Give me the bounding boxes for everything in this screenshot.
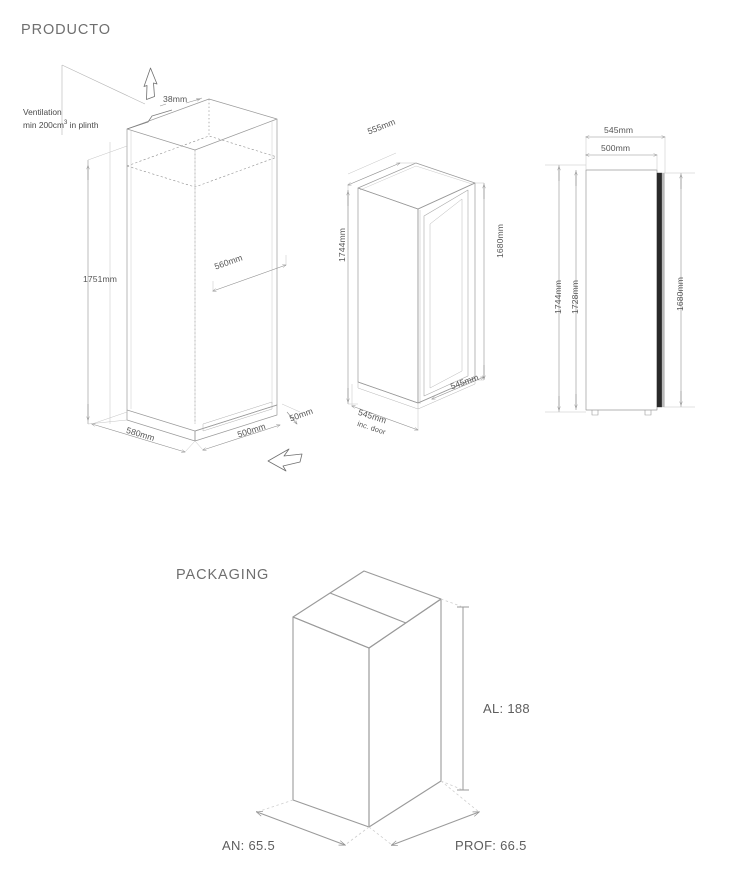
dim-side-width-door: 545mm [604, 125, 634, 135]
ventilation-note-unit: 3 [63, 120, 68, 126]
page-title-packaging: PACKAGING [176, 567, 270, 583]
dim-niche-depth: 500mm [236, 420, 267, 440]
dim-packaging-depth: PROF: 66.5 [455, 838, 527, 853]
appliance-side-elevation-geometry [545, 137, 695, 416]
dim-packaging-width: AN: 65.5 [222, 838, 275, 853]
dim-appliance-height-cabinet: 1680mm [495, 223, 505, 258]
ventilation-note: Ventilation min 200cm3 in plinth [23, 107, 99, 131]
ventilation-note-line2: min 200cm3 in plinth [23, 118, 99, 131]
dim-niche-width: 580mm [125, 425, 156, 444]
dim-side-height-total: 1744mm [553, 279, 563, 314]
dim-niche-gap-top: 38mm [163, 94, 188, 104]
dim-packaging-height: AL: 188 [483, 701, 530, 716]
dim-appliance-depth-body: 545mm [449, 372, 480, 392]
ventilation-note-line1: Ventilation [23, 107, 62, 117]
packaging-box-geometry [292, 570, 442, 828]
ventilation-note-prefix: min 200cm [23, 119, 64, 130]
dim-side-width-body: 500mm [601, 143, 631, 153]
dim-niche-plinth: 50mm [288, 405, 315, 424]
dim-side-height-door: 1680mm [675, 276, 685, 311]
dim-niche-height: 1751mm [83, 274, 118, 284]
dim-appliance-depth-top: 555mm [366, 116, 397, 137]
page-title-producto: PRODUCTO [21, 22, 111, 38]
dim-appliance-height-total: 1744mm [337, 227, 347, 262]
ventilation-note-suffix: in plinth [67, 119, 99, 130]
dim-niche-depth-top: 560mm [213, 252, 244, 272]
dim-side-height-body: 1728mm [570, 279, 580, 314]
appliance-isometric-geometry [348, 152, 484, 430]
